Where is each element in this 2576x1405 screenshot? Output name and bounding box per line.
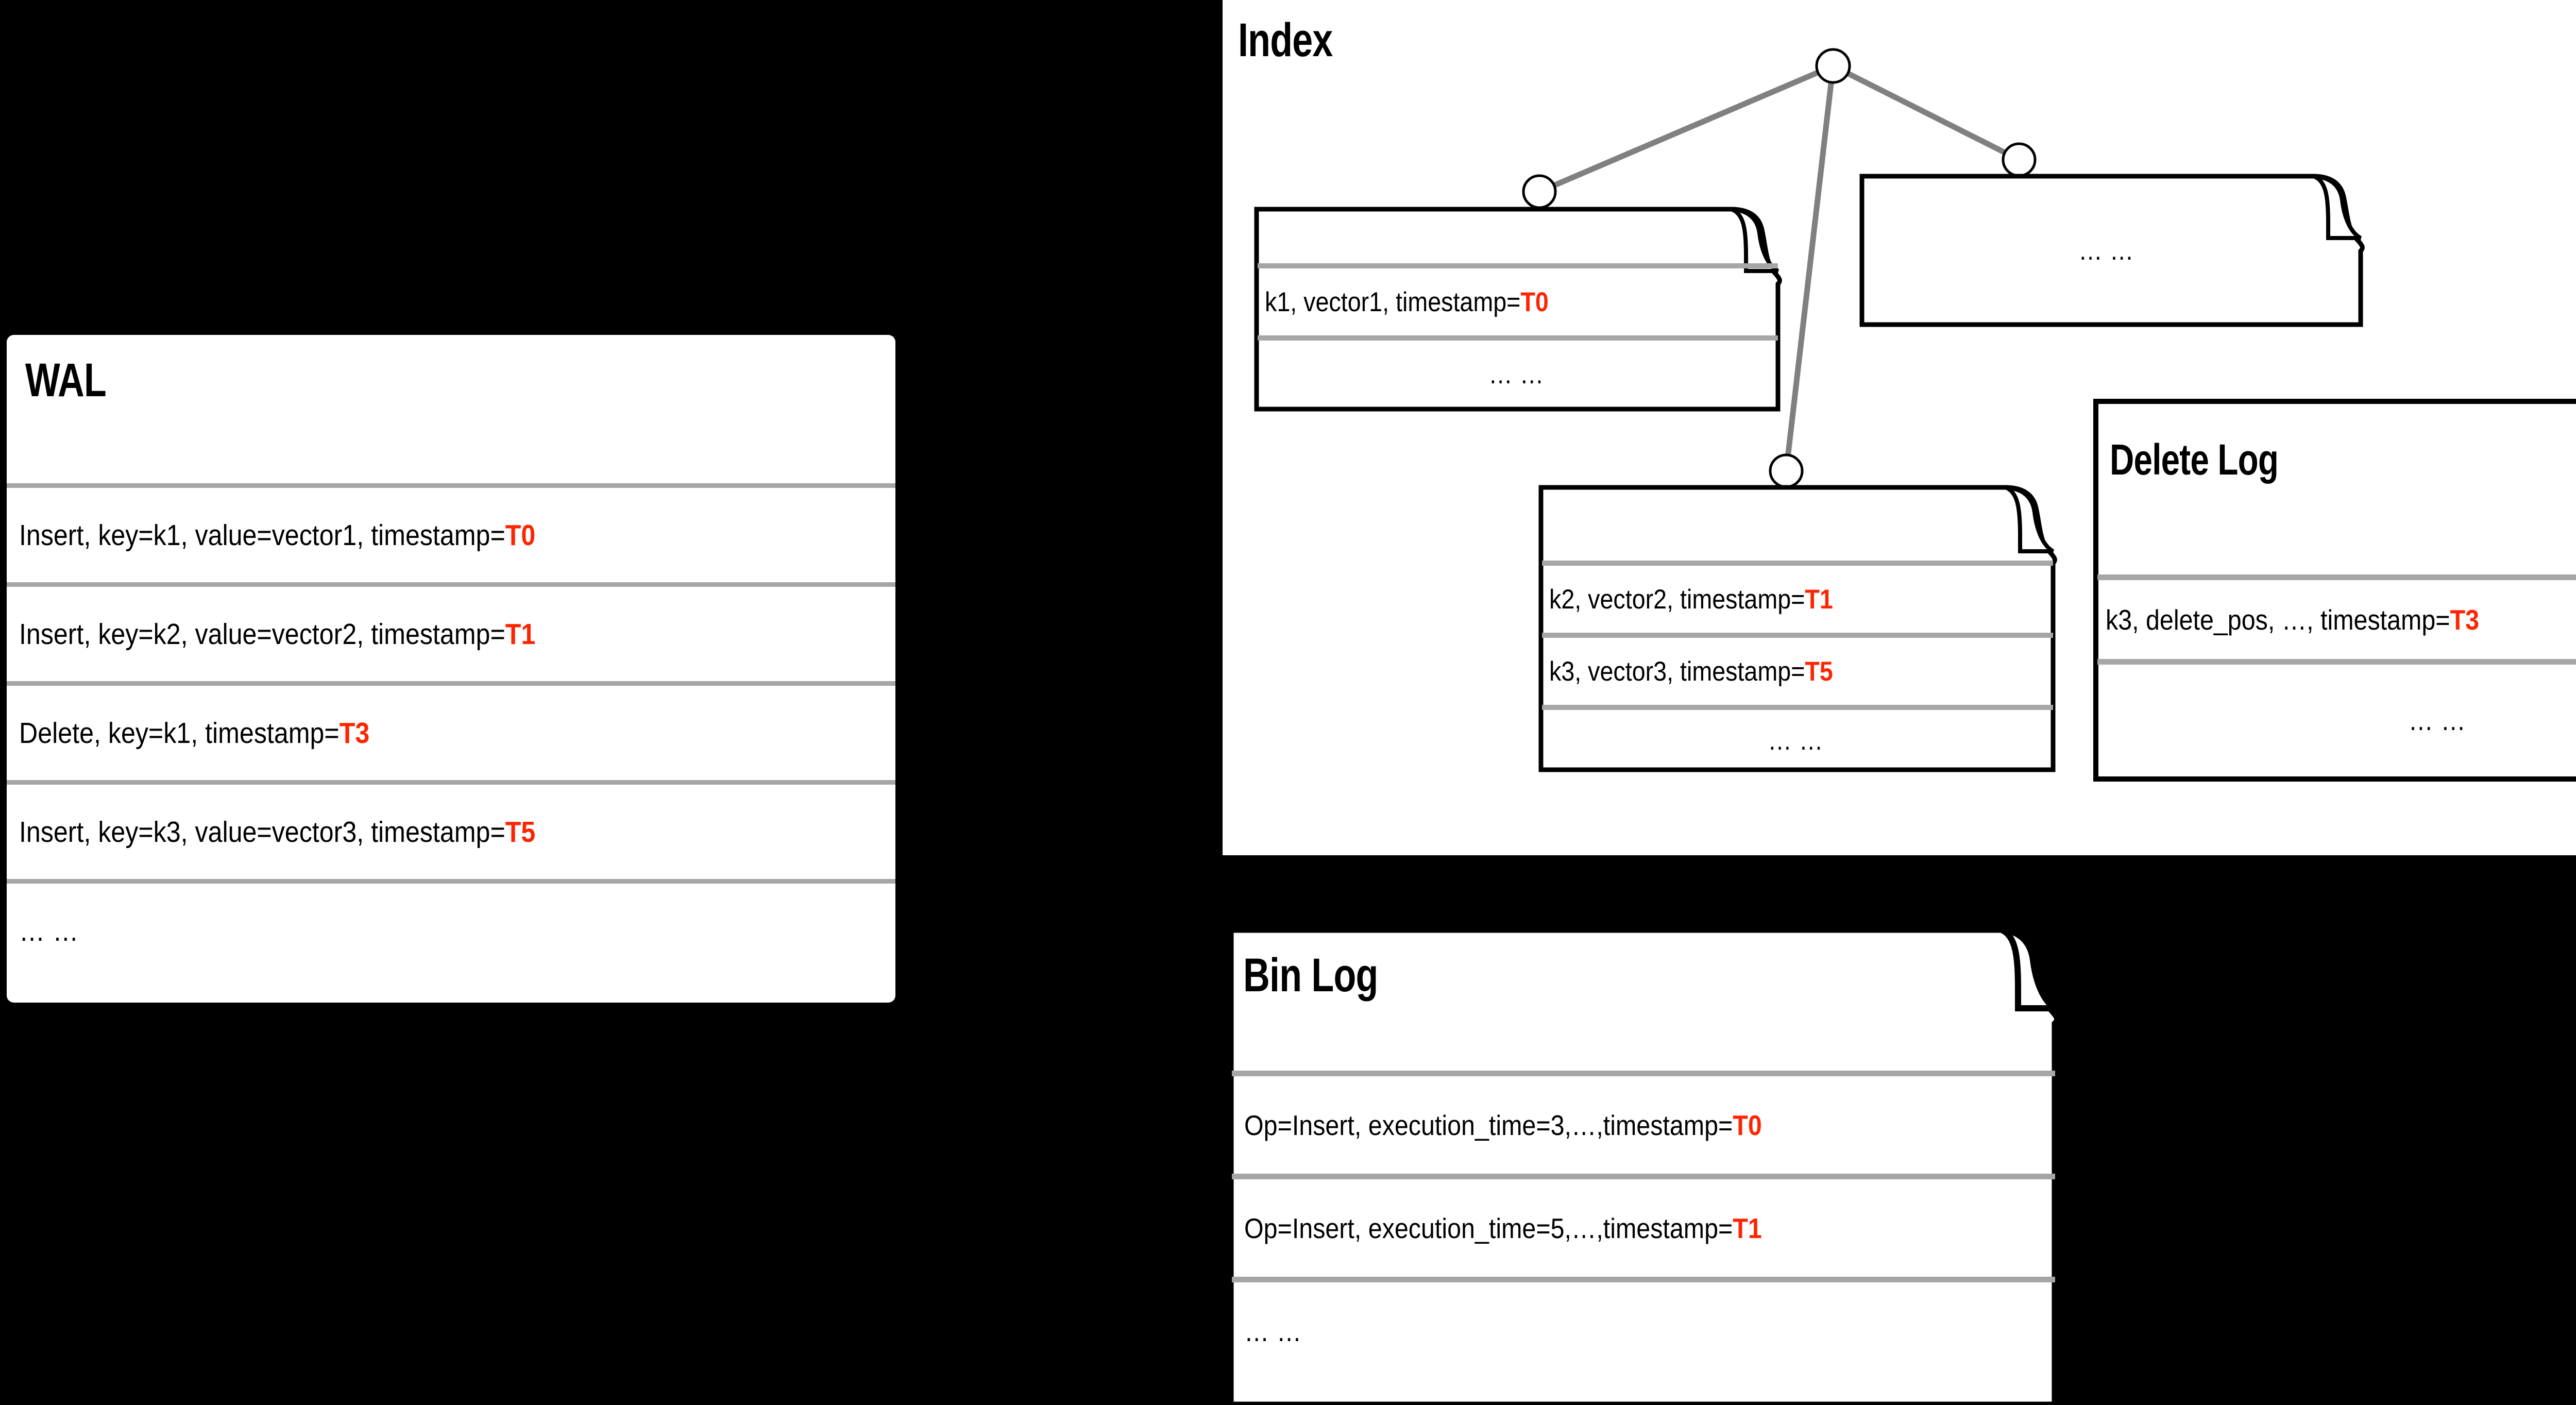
segment-row-separator: [1258, 335, 1778, 341]
bin-log-separator: [1232, 1071, 2055, 1076]
delete-log-note-shape: [2093, 399, 2576, 782]
segment-more-card: ……: [1860, 173, 2370, 328]
segment-row-text: k1, vector1, timestamp=: [1265, 286, 1521, 317]
wal-separator: [7, 780, 895, 785]
bin-log-note-shape: [1227, 926, 2066, 1405]
wal-entry-row: ……: [19, 884, 890, 978]
segment-row-separator: [1542, 561, 2053, 566]
delete-log-entry-ellipsis: ……: [2408, 704, 2473, 736]
wal-entry-timestamp: T5: [505, 815, 536, 849]
segment-k2k3-note-shape: [1538, 485, 2057, 772]
wal-entry-ellipsis: ……: [19, 914, 87, 947]
bin-log-entry-row: Op=Insert, execution_time=3,…,timestamp=…: [1244, 1076, 2053, 1174]
segment-row: ……: [1265, 341, 1775, 408]
segment-row-separator: [1258, 263, 1778, 268]
segment-row-separator: [1542, 633, 2053, 638]
index-panel: Index k1, vector1, timestamp=T0 ……: [1223, 0, 2576, 855]
bin-log-entry-text: Op=Insert, execution_time=3,…,timestamp=: [1244, 1109, 1733, 1141]
bin-log-entry-timestamp: T1: [1733, 1212, 1762, 1244]
bin-log-entry-text: Op=Insert, execution_time=5,…,timestamp=: [1244, 1212, 1733, 1244]
wal-entry-text: Insert, key=k1, value=vector1, timestamp…: [19, 518, 505, 552]
wal-entry-row: Insert, key=k2, value=vector2, timestamp…: [19, 587, 890, 681]
wal-title: WAL: [25, 354, 107, 407]
delete-log-card: Delete Log k3, delete_pos, …, timestamp=…: [2093, 398, 2576, 782]
tree-node-right: [2002, 142, 2037, 177]
segment-k1-note-shape: [1254, 207, 1782, 412]
segment-row-timestamp: T1: [1805, 584, 1833, 615]
wal-entry-row: Insert, key=k3, value=vector3, timestamp…: [19, 785, 890, 879]
delete-log-entry-row: k3, delete_pos, …, timestamp=T3: [2106, 580, 2576, 659]
tree-node-left: [1522, 174, 1557, 209]
bin-log-entry-row: Op=Insert, execution_time=5,…,timestamp=…: [1244, 1179, 2053, 1277]
wal-entry-row: Insert, key=k1, value=vector1, timestamp…: [19, 488, 890, 582]
segment-row-timestamp: T0: [1520, 286, 1549, 317]
segment-row-timestamp: T5: [1805, 656, 1833, 687]
segment-row: ……: [1549, 710, 2049, 771]
bin-log-title: Bin Log: [1243, 949, 1378, 1002]
segment-row-text: k2, vector2, timestamp=: [1549, 584, 1805, 615]
tree-node-root: [1815, 48, 1851, 84]
tree-edge-root-middle: [1783, 65, 1836, 471]
wal-entry-text: Insert, key=k3, value=vector3, timestamp…: [19, 815, 505, 849]
segment-row-ellipsis: ……: [2078, 235, 2141, 266]
wal-entry-text: Insert, key=k2, value=vector2, timestamp…: [19, 617, 505, 651]
delete-log-title: Delete Log: [2110, 435, 2279, 484]
delete-log-entry-row: ……: [2106, 665, 2576, 775]
bin-log-panel: Bin Log Op=Insert, execution_time=3,…,ti…: [1228, 926, 2225, 1402]
index-tree-graph: [1522, 48, 2037, 488]
wal-separator: [7, 483, 895, 488]
tree-edge-root-left: [1538, 63, 1835, 195]
wal-separator: [7, 582, 895, 587]
wal-entry-text: Delete, key=k1, timestamp=: [19, 716, 340, 750]
wal-entry-timestamp: T1: [505, 617, 536, 651]
segment-row-separator: [1542, 705, 2053, 710]
wal-entry-timestamp: T3: [339, 716, 370, 750]
segment-row: ……: [1870, 219, 2349, 281]
bin-log-separator: [1232, 1277, 2055, 1282]
segment-more-note-shape: [1859, 174, 2365, 327]
tree-edge-root-right: [1832, 63, 2021, 162]
bin-log-entry-ellipsis: ……: [1244, 1315, 1309, 1347]
segment-row: k2, vector2, timestamp=T1: [1549, 566, 2049, 633]
wal-entry-timestamp: T0: [505, 518, 536, 552]
segment-row: k1, vector1, timestamp=T0: [1265, 268, 1775, 335]
delete-log-entry-text: k3, delete_pos, …, timestamp=: [2106, 603, 2450, 636]
delete-log-separator: [2097, 574, 2576, 580]
wal-panel: WAL Insert, key=k1, value=vector1, times…: [7, 335, 895, 1003]
index-title: Index: [1238, 14, 1333, 66]
delete-log-entry-timestamp: T3: [2450, 603, 2480, 636]
segment-row: k3, vector3, timestamp=T5: [1549, 638, 2049, 705]
segment-row-ellipsis: ……: [1488, 359, 1551, 390]
wal-separator: [7, 681, 895, 686]
bin-log-entry-timestamp: T0: [1733, 1109, 1762, 1141]
wal-separator: [7, 879, 895, 884]
tree-node-middle: [1769, 453, 1804, 488]
delete-log-separator: [2097, 659, 2576, 665]
segment-k2k3-card: k2, vector2, timestamp=T1 k3, vector3, t…: [1539, 484, 2064, 773]
bin-log-separator: [1232, 1174, 2055, 1179]
segment-row-ellipsis: ……: [1768, 725, 1831, 756]
wal-entry-row: Delete, key=k1, timestamp=T3: [19, 686, 890, 780]
segment-k1-card: k1, vector1, timestamp=T0 ……: [1255, 206, 1785, 412]
segment-row-text: k3, vector3, timestamp=: [1549, 656, 1805, 687]
bin-log-entry-row: ……: [1244, 1282, 2053, 1380]
